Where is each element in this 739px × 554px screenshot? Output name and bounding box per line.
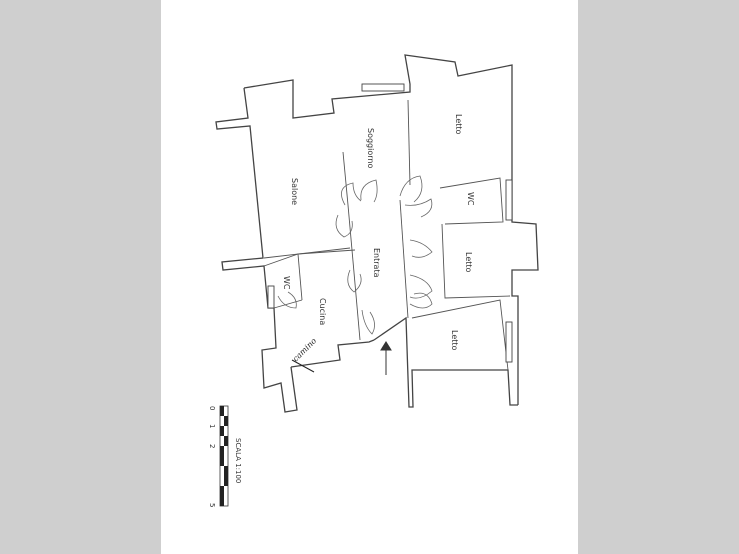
- label-letto-bottom: Letto: [450, 330, 459, 351]
- scale-tick-0: 0: [208, 406, 216, 410]
- floor-plan-sheet: [161, 0, 578, 554]
- scale-segment: [220, 406, 224, 416]
- scale-segment: [220, 446, 224, 466]
- interior-walls: [263, 99, 511, 371]
- label-letto-top: Letto: [454, 114, 463, 135]
- label-cucina: Cucina: [318, 298, 327, 325]
- scale-segment: [224, 416, 228, 426]
- camino-mark: [291, 359, 315, 373]
- doors: [277, 175, 433, 335]
- scale-segment: [220, 486, 224, 506]
- label-wc-left: WC: [282, 276, 291, 290]
- label-wc-top: WC: [466, 192, 475, 206]
- scale-tick-1: 1: [208, 424, 216, 428]
- label-camino: camino: [291, 336, 318, 363]
- entry-arrow: [380, 341, 392, 375]
- label-letto-mid: Letto: [464, 252, 473, 273]
- scale-segment: [224, 466, 228, 486]
- outer-walls: [215, 54, 539, 413]
- room-labels: Salone Soggiorno Letto WC Entrata Letto …: [282, 114, 475, 363]
- label-entrata: Entrata: [372, 248, 381, 278]
- label-salone: Salone: [290, 178, 299, 205]
- scale-title: SCALA 1:100: [234, 438, 242, 483]
- scale-tick-5: 5: [208, 503, 216, 507]
- scale-bar: 0 1 2 5 SCALA 1:100: [208, 405, 242, 507]
- windows: [267, 83, 513, 363]
- scale-tick-2: 2: [208, 444, 216, 448]
- label-soggiorno: Soggiorno: [366, 128, 375, 168]
- scale-segment: [220, 426, 224, 436]
- scale-segment: [224, 436, 228, 446]
